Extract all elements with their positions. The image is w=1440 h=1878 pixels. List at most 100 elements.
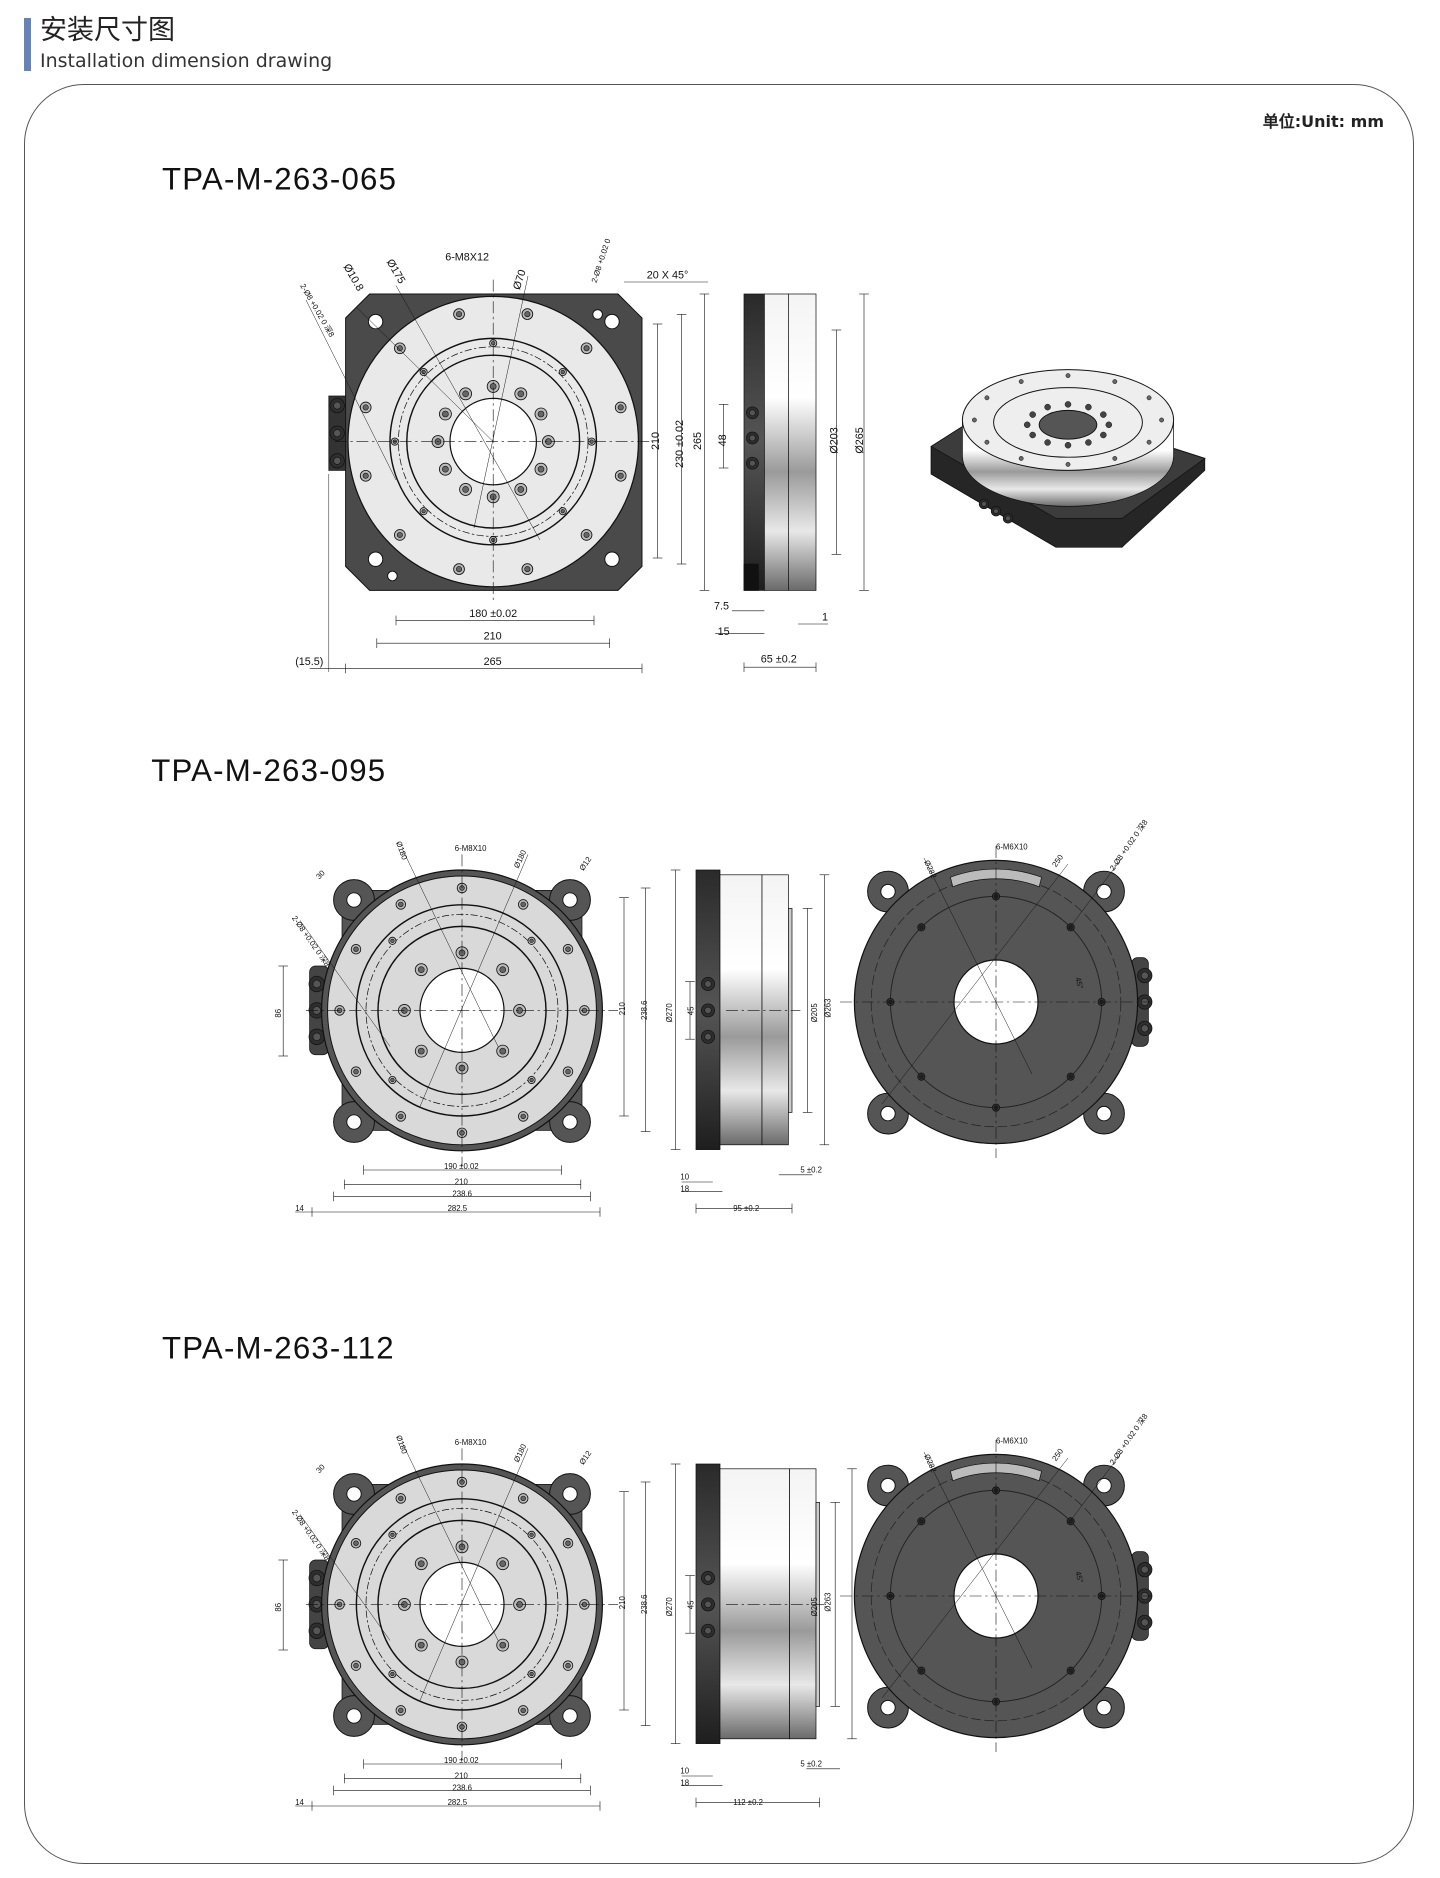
iso-bolt xyxy=(1065,373,1071,379)
bolt-hole-inner xyxy=(421,369,426,375)
bolt-hole-inner xyxy=(919,1074,924,1079)
bolt-hole-inner xyxy=(583,531,590,538)
bolt-hole-inner xyxy=(390,1077,395,1083)
bolt-hole-inner xyxy=(524,311,531,318)
connector-knob-core xyxy=(312,979,321,989)
iso-bolt xyxy=(1029,431,1036,439)
dim-label: 190 ±0.02 xyxy=(444,1756,479,1765)
dim-label: 5 ±0.2 xyxy=(800,1165,822,1174)
dimension-line xyxy=(299,1514,391,1641)
dim-label: 230 ±0.02 xyxy=(674,420,686,468)
bolt-hole-inner xyxy=(390,1532,395,1537)
bolt-hole-inner xyxy=(417,1047,425,1055)
ear-hole xyxy=(562,1114,578,1130)
bolt-hole-inner xyxy=(353,946,359,952)
dim-label: (15.5) xyxy=(295,656,323,668)
bolt-hole-inner xyxy=(353,1068,359,1075)
iso-bolt xyxy=(1018,456,1024,461)
bolt-hole-inner xyxy=(396,531,403,538)
mounting-hole xyxy=(604,551,620,567)
dim-label: 210 xyxy=(455,1177,469,1186)
bolt-hole-inner xyxy=(353,1540,359,1546)
bolt-hole-inner xyxy=(529,938,534,943)
iso-bolt xyxy=(1085,439,1092,446)
dim-label: Ø282 xyxy=(922,1453,938,1474)
iso-bolt xyxy=(984,439,990,445)
dim-label: Ø180 xyxy=(394,1434,409,1456)
dim-label: 7.5 xyxy=(714,601,729,613)
bolt-hole-inner xyxy=(520,1113,526,1120)
dim-label: Ø205 xyxy=(810,1003,819,1023)
dim-label: 2-Ø8 +0.02 0 深8 xyxy=(1108,818,1150,872)
iso-bolt xyxy=(1159,417,1165,423)
model-095: TPA-M-263-095 xyxy=(151,753,1153,1217)
bolt-hole-inner xyxy=(462,486,469,493)
connector-knob-core xyxy=(1005,515,1011,522)
ear-hole xyxy=(346,892,362,908)
dim-label: 180 ±0.02 xyxy=(469,608,517,620)
dim-label: 6-M8X12 xyxy=(445,251,489,263)
dim-label: 30 xyxy=(314,1462,327,1475)
dimension-line xyxy=(356,307,494,442)
bolt-hole-inner xyxy=(517,390,525,398)
dimension-line xyxy=(419,854,529,1107)
mounting-hole xyxy=(367,313,384,330)
bolt-hole-inner xyxy=(396,345,403,352)
bolt-hole-inner xyxy=(565,1540,571,1546)
bolt-hole-inner xyxy=(1068,1668,1073,1673)
connector-knob-core xyxy=(333,401,342,410)
dim-label: Ø270 xyxy=(665,1597,674,1617)
dim-label: 2-Ø8 +0.02 0 深8 xyxy=(1108,1412,1150,1466)
dimension-line xyxy=(395,285,541,541)
bolt-hole-inner xyxy=(537,465,545,473)
ear-hole xyxy=(880,1477,896,1494)
dimension-line xyxy=(419,1448,529,1701)
dim-label: Ø203 xyxy=(829,427,841,453)
ear-hole xyxy=(1096,883,1112,900)
iso-bolt xyxy=(1100,411,1107,418)
bolt-hole-inner xyxy=(390,1671,395,1677)
dim-label: 6-M8X10 xyxy=(455,1438,487,1447)
bolt-hole-inner xyxy=(398,1113,404,1120)
dim-label: 6-M8X10 xyxy=(455,844,487,853)
bolt-hole-inner xyxy=(499,1641,507,1649)
model-title: TPA-M-263-065 xyxy=(162,162,397,197)
connector-knob-core xyxy=(704,1627,712,1635)
bolt-hole-inner xyxy=(1068,1074,1073,1079)
mounting-hole xyxy=(367,551,384,567)
dim-label: 86 xyxy=(274,1009,283,1018)
connector-knob-core xyxy=(704,980,712,988)
dim-label: 65 ±0.2 xyxy=(761,653,797,665)
connector-knob-core xyxy=(1140,1618,1149,1627)
iso-base-edge xyxy=(930,445,1206,548)
bolt-hole-inner xyxy=(499,1560,507,1567)
dim-label: 2-Ø8 +0.02 0 深8 xyxy=(298,282,336,338)
section-title-en: Installation dimension drawing xyxy=(40,50,333,72)
iso-bolt xyxy=(1023,421,1031,429)
iso-bolt xyxy=(1146,395,1152,401)
bolt-hole-inner xyxy=(520,901,526,908)
dim-label: 1 xyxy=(822,611,828,623)
dim-label: Ø263 xyxy=(823,999,832,1018)
bolt-hole-inner xyxy=(565,946,571,952)
bolt-hole-inner xyxy=(560,509,565,514)
dim-label: 5 ±0.2 xyxy=(800,1759,822,1768)
bolt-hole-inner xyxy=(417,966,425,973)
drawing-panel xyxy=(24,84,1414,1864)
iso-bolt xyxy=(984,395,990,401)
bolt-hole-inner xyxy=(617,472,624,479)
dim-label: 6-M6X10 xyxy=(996,1437,1028,1446)
bolt-hole-inner xyxy=(537,410,545,418)
ear-hole xyxy=(880,1105,896,1122)
iso-ring xyxy=(993,387,1143,458)
mounting-hole xyxy=(604,313,620,330)
bolt-hole-inner xyxy=(517,486,525,493)
iso-bolt xyxy=(1065,462,1071,467)
model-065-geometry xyxy=(305,275,1206,674)
connector-knob-core xyxy=(704,1574,712,1582)
connector-knob-core xyxy=(704,1006,712,1014)
bolt-hole-inner xyxy=(442,465,449,473)
dim-label: Ø265 xyxy=(854,427,866,453)
connector-knob-core xyxy=(704,1600,712,1608)
dim-label: 250 xyxy=(1050,852,1065,868)
